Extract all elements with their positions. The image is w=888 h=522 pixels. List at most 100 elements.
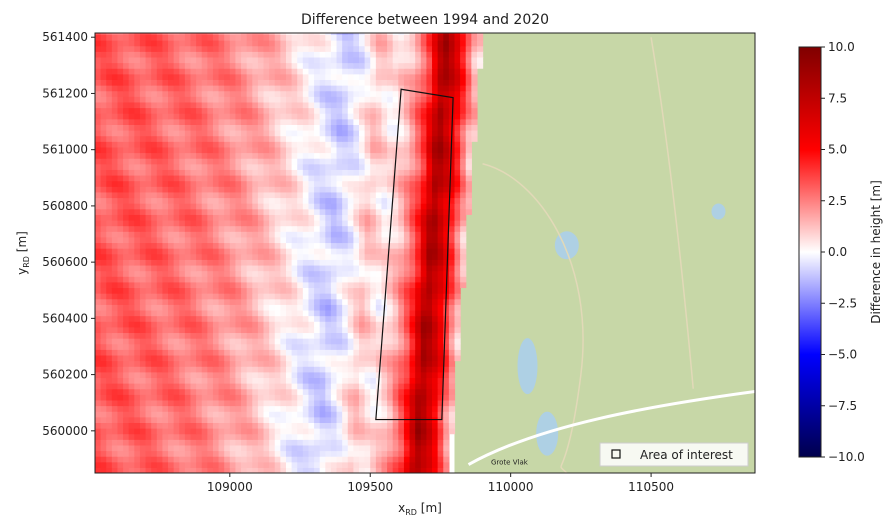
heatmap-cell [123, 197, 130, 204]
heatmap-cell [297, 360, 304, 367]
heatmap-cell [151, 354, 158, 362]
heatmap-cell [392, 225, 399, 232]
heatmap-cell [285, 113, 293, 120]
heatmap-cell [145, 399, 152, 407]
heatmap-cell [448, 388, 456, 395]
heatmap-cell [162, 113, 169, 120]
heatmap-cell [359, 383, 366, 390]
heatmap-cell [409, 90, 416, 97]
heatmap-cell [342, 439, 349, 446]
heatmap-cell [415, 113, 422, 120]
heatmap-cell [454, 343, 461, 350]
heatmap-cell [325, 287, 332, 294]
heatmap-cell [314, 360, 321, 367]
heatmap-cell [465, 85, 472, 92]
heatmap-cell [471, 129, 478, 137]
heatmap-cell [134, 371, 141, 379]
heatmap-cell [274, 56, 281, 64]
heatmap-cell [359, 51, 366, 58]
heatmap-cell [100, 169, 107, 176]
heatmap-cell [297, 270, 304, 277]
heatmap-cell [263, 141, 270, 148]
heatmap-cell [241, 270, 248, 277]
heatmap-cell [123, 141, 130, 148]
heatmap-cell [443, 219, 450, 227]
heatmap-cell [263, 124, 270, 131]
heatmap-cell [274, 141, 281, 148]
heatmap-cell [190, 152, 197, 159]
heatmap-cell [325, 416, 332, 423]
heatmap-cell [224, 219, 231, 227]
heatmap-cell [398, 315, 405, 322]
heatmap-cell [319, 62, 326, 69]
heatmap-cell [196, 236, 203, 244]
heatmap-cell [95, 456, 102, 463]
heatmap-cell [308, 79, 315, 86]
heatmap-cell [398, 422, 405, 429]
heatmap-cell [375, 428, 383, 435]
heatmap-cell [106, 129, 113, 137]
heatmap-cell [106, 180, 113, 187]
heatmap-cell [235, 428, 242, 435]
heatmap-cell [246, 180, 253, 187]
heatmap-cell [139, 383, 147, 390]
heatmap-cell [269, 433, 276, 440]
heatmap-cell [151, 394, 158, 401]
heatmap-cell [319, 208, 326, 215]
heatmap-cell [319, 253, 326, 260]
heatmap-cell [280, 203, 287, 210]
heatmap-cell [196, 231, 203, 238]
heatmap-cell [106, 416, 113, 423]
heatmap-cell [196, 293, 203, 300]
heatmap-cell [420, 129, 428, 137]
heatmap-cell [364, 214, 371, 221]
heatmap-cell [443, 135, 450, 142]
heatmap-cell [285, 293, 293, 300]
heatmap-cell [196, 73, 203, 80]
heatmap-cell [280, 236, 287, 244]
heatmap-cell [381, 315, 388, 322]
heatmap-cell [353, 152, 360, 159]
heatmap-cell [359, 124, 366, 131]
heatmap-cell [454, 338, 461, 345]
heatmap-cell [218, 141, 225, 148]
heatmap-cell [319, 405, 326, 412]
heatmap-cell [274, 439, 281, 446]
heatmap-cell [111, 85, 119, 92]
heatmap-cell [409, 242, 416, 249]
heatmap-cell [179, 444, 186, 452]
heatmap-cell [246, 242, 253, 249]
heatmap-cell [476, 51, 484, 58]
heatmap-cell [100, 135, 107, 142]
heatmap-cell [319, 68, 326, 75]
heatmap-cell [207, 158, 214, 165]
heatmap-cell [420, 62, 428, 69]
heatmap-cell [235, 309, 242, 317]
heatmap-cell [403, 197, 411, 204]
heatmap-cell [95, 304, 102, 311]
heatmap-cell [415, 225, 422, 232]
heatmap-cell [342, 174, 349, 182]
heatmap-cell [336, 191, 343, 199]
heatmap-cell [359, 101, 366, 109]
heatmap-cell [100, 326, 107, 334]
heatmap-cell [364, 180, 371, 187]
heatmap-cell [196, 309, 203, 317]
heatmap-cell [252, 293, 259, 300]
heatmap-cell [387, 450, 394, 457]
heatmap-cell [375, 56, 383, 64]
heatmap-cell [403, 293, 411, 300]
heatmap-cell [420, 349, 428, 356]
heatmap-cell [218, 214, 225, 221]
heatmap-cell [257, 450, 265, 457]
heatmap-cell [224, 242, 231, 249]
heatmap-cell [212, 62, 220, 69]
heatmap-cell [201, 186, 208, 193]
heatmap-cell [151, 248, 158, 255]
heatmap-cell [302, 388, 310, 395]
heatmap-cell [274, 259, 281, 266]
heatmap-cell [353, 180, 360, 187]
heatmap-cell [308, 281, 315, 289]
heatmap-cell [173, 45, 180, 52]
heatmap-cell [381, 141, 388, 148]
